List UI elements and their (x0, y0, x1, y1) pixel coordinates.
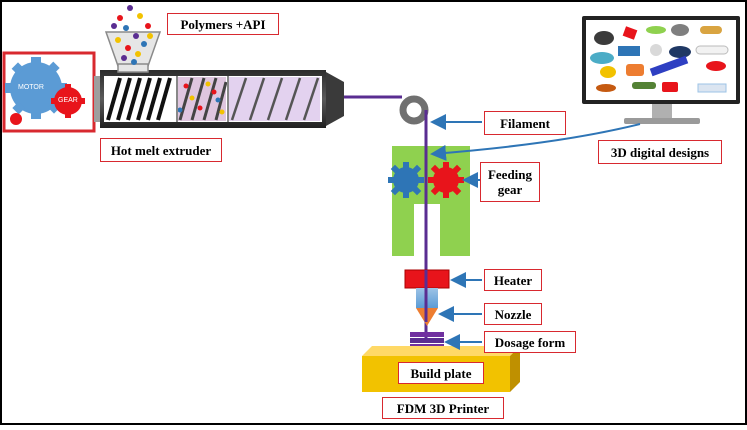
hot-melt-extruder-label: Hot melt extruder (100, 138, 222, 162)
digital-designs-gallery (590, 24, 729, 93)
motor-box (2, 51, 96, 133)
nozzle-label: Nozzle (484, 303, 542, 325)
motor-text: MOTOR (18, 84, 44, 91)
extruder-red-gear-icon (51, 84, 85, 118)
polymer-particles (111, 5, 153, 65)
digital-designs-label: 3D digital designs (598, 140, 722, 164)
small-red-dot-icon (10, 113, 22, 125)
fdm-printer-label: FDM 3D Printer (382, 397, 504, 419)
gear-text: GEAR (58, 97, 78, 104)
design-arrow (430, 123, 641, 161)
extruder-barrel (100, 70, 326, 128)
heater-label: Heater (484, 269, 542, 291)
polymers-api-label: Polymers +API (167, 13, 279, 35)
extruder-die (326, 72, 344, 126)
dosage-form-label: Dosage form (484, 331, 576, 353)
filament-label: Filament (484, 111, 566, 135)
build-plate-label: Build plate (398, 362, 484, 384)
feeding-gear-blue-icon (388, 162, 424, 198)
feeding-gear-label: Feeding gear (480, 162, 540, 202)
filament-spool-icon (399, 95, 429, 125)
shaft-connector (94, 76, 100, 122)
feeding-gear-red-icon (428, 162, 464, 198)
